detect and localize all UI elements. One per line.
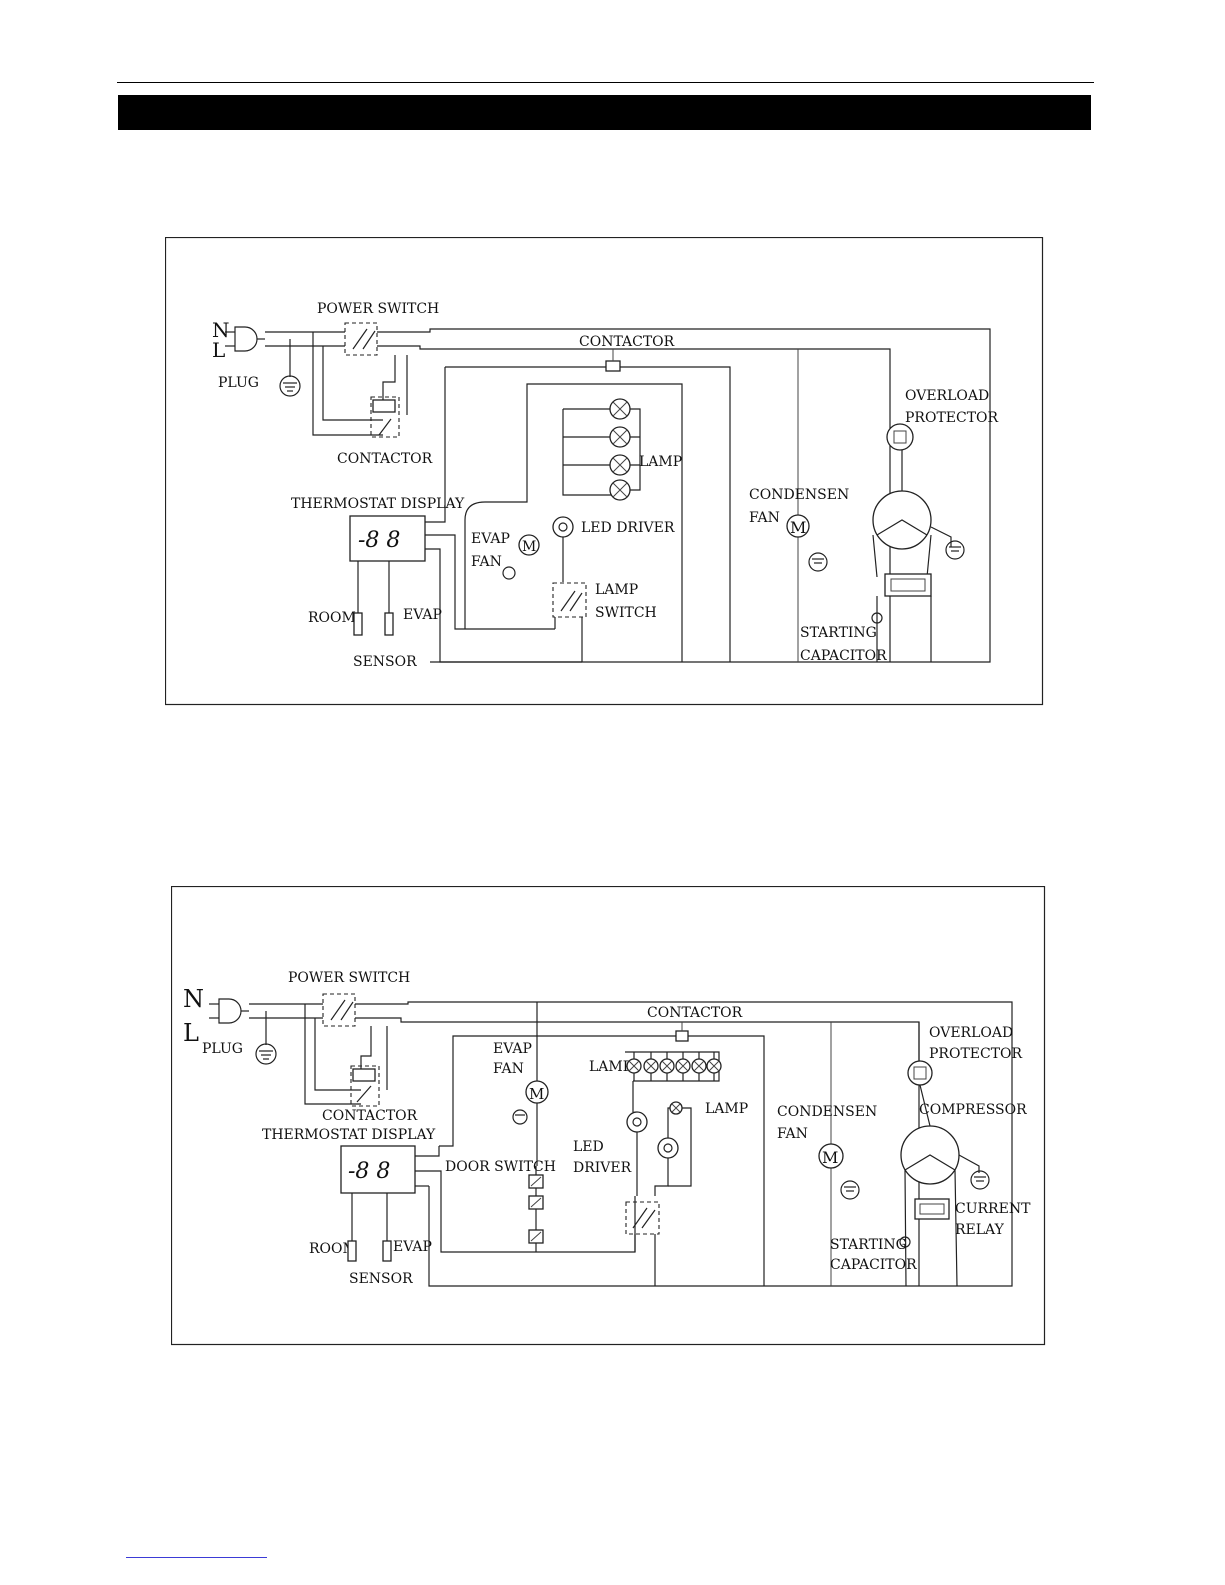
room-sensor-icon (353, 561, 363, 636)
condensen-fan-ground-icon (840, 1180, 860, 1200)
condensen-fan-label-2: FAN (749, 510, 780, 526)
compressor-label: COMPRESSOR (919, 1102, 1027, 1118)
room-sensor-label: ROOM (308, 610, 356, 626)
condensen-fan-motor-icon (786, 514, 810, 538)
contactor-coil-icon (372, 399, 396, 413)
evap-fan-label-2: FAN (471, 554, 502, 570)
evap-fan-label-2: FAN (493, 1061, 524, 1077)
lamp-icon (609, 398, 631, 501)
bottom-link-underline (126, 1557, 267, 1558)
evap-fan-motor-letter: M (529, 1085, 544, 1103)
condensen-fan-label-1: CONDENSEN (749, 487, 849, 503)
thermostat-display-icon (340, 1145, 416, 1194)
starting-capacitor-label-1: STARTING (800, 625, 877, 641)
led-driver-icon (626, 1111, 648, 1133)
led-driver-label: LED DRIVER (581, 520, 675, 536)
contactor-bottom-label: CONTACTOR (337, 451, 433, 467)
led-driver-2-icon (657, 1137, 679, 1159)
plug-label: PLUG (218, 375, 259, 391)
overload-protector-icon (907, 1060, 933, 1086)
starting-capacitor-label-1: STARTING (830, 1237, 907, 1253)
led-driver-icon (552, 516, 574, 538)
overload-protector-label-2: PROTECTOR (905, 410, 999, 426)
current-relay-label-2: RELAY (955, 1222, 1005, 1238)
contactor-top-coil-icon (605, 360, 621, 372)
condensen-fan-motor-icon (818, 1143, 844, 1169)
contactor-top-label: CONTACTOR (579, 334, 675, 350)
power-switch-icon (344, 322, 378, 356)
current-relay-label-1: CURRENT (955, 1201, 1031, 1217)
evap-fan-label-1: EVAP (471, 531, 510, 547)
room-sensor-label: ROOM (309, 1241, 357, 1257)
overload-protector-icon (886, 423, 914, 451)
led-driver-label-2: DRIVER (573, 1160, 632, 1176)
starting-capacitor-icon (899, 1236, 911, 1248)
top-rule (117, 82, 1094, 83)
plug-icon (225, 326, 265, 352)
evap-fan-label-1: EVAP (493, 1041, 532, 1057)
plug-l-label: L (183, 1019, 199, 1047)
thermostat-display-digits: -8 8 (348, 1159, 390, 1184)
overload-protector-label-1: OVERLOAD (929, 1025, 1013, 1041)
led-driver-label-1: LED (573, 1139, 604, 1155)
starting-capacitor-icon (871, 612, 883, 624)
starting-capacitor-label-2: CAPACITOR (830, 1257, 917, 1273)
evap-fan-ground-icon (512, 1109, 528, 1125)
diagram-2-frame (171, 886, 1046, 1346)
sensor-label: SENSOR (349, 1271, 413, 1287)
contactor-top-label: CONTACTOR (647, 1005, 743, 1021)
contactor-top-coil-icon (675, 1030, 689, 1042)
ground-icon (279, 339, 301, 397)
lamp-switch-label-2: SWITCH (595, 605, 657, 621)
evap-fan-motor-icon (518, 534, 540, 556)
evap-sensor-icon (382, 1193, 392, 1262)
condensen-fan-motor-letter: M (790, 518, 806, 537)
compressor-ground-icon (970, 1170, 990, 1190)
room-sensor-icon (347, 1193, 357, 1262)
overload-protector-label-2: PROTECTOR (929, 1046, 1023, 1062)
sensor-label: SENSOR (353, 654, 417, 670)
ground-icon (255, 1011, 277, 1065)
lamp-switch-label-1: LAMP (595, 582, 638, 598)
power-switch-label: POWER SWITCH (317, 301, 439, 317)
power-switch-icon (322, 993, 356, 1027)
thermostat-display-label: THERMOSTAT DISPLAY (291, 496, 465, 512)
plug-n-label: N (212, 318, 230, 342)
wiring-diagram-1: N L PLUG POWER SWITCH CONTACTOR CONTACTO… (165, 237, 1044, 706)
condensen-fan-ground-icon (808, 552, 828, 572)
contactor-coil-icon (352, 1068, 376, 1082)
thermostat-display-icon (349, 515, 426, 562)
lamp-row-label: LAMP (589, 1059, 632, 1075)
evap-fan-ground-icon (502, 566, 516, 580)
title-bar (118, 95, 1091, 130)
starting-capacitor-label-2: CAPACITOR (800, 648, 887, 664)
thermostat-display-digits: -8 8 (358, 528, 400, 553)
condensen-fan-label-2: FAN (777, 1126, 808, 1142)
power-switch-label: POWER SWITCH (288, 970, 410, 986)
evap-sensor-label: EVAP (403, 607, 442, 623)
lamp-switch-icon (625, 1201, 660, 1235)
condensen-fan-motor-letter: M (822, 1148, 838, 1167)
plug-icon (209, 998, 249, 1024)
lamp-switch-icon (552, 582, 587, 618)
evap-sensor-label: EVAP (393, 1239, 432, 1255)
condensen-fan-label-1: CONDENSEN (777, 1104, 877, 1120)
contactor-bottom-label: CONTACTOR (322, 1108, 418, 1124)
plug-label: PLUG (202, 1041, 243, 1057)
plug-l-label: L (212, 338, 225, 362)
lamp-row-icon (626, 1058, 722, 1074)
lamp-single-label: LAMP (705, 1101, 748, 1117)
compressor-ground-icon (945, 540, 965, 560)
evap-sensor-icon (384, 561, 394, 636)
lamp-label: LAMP (639, 454, 682, 470)
wiring-diagram-2: N L PLUG POWER SWITCH CONTACTOR CONTACTO… (171, 886, 1046, 1346)
diagram-1-frame (165, 237, 1044, 706)
plug-n-label: N (183, 985, 204, 1013)
evap-fan-motor-letter: M (522, 539, 536, 555)
thermostat-display-label: THERMOSTAT DISPLAY (262, 1127, 436, 1143)
door-switch-label: DOOR SWITCH (445, 1159, 556, 1175)
overload-protector-label-1: OVERLOAD (905, 388, 989, 404)
current-relay-icon (884, 573, 932, 597)
